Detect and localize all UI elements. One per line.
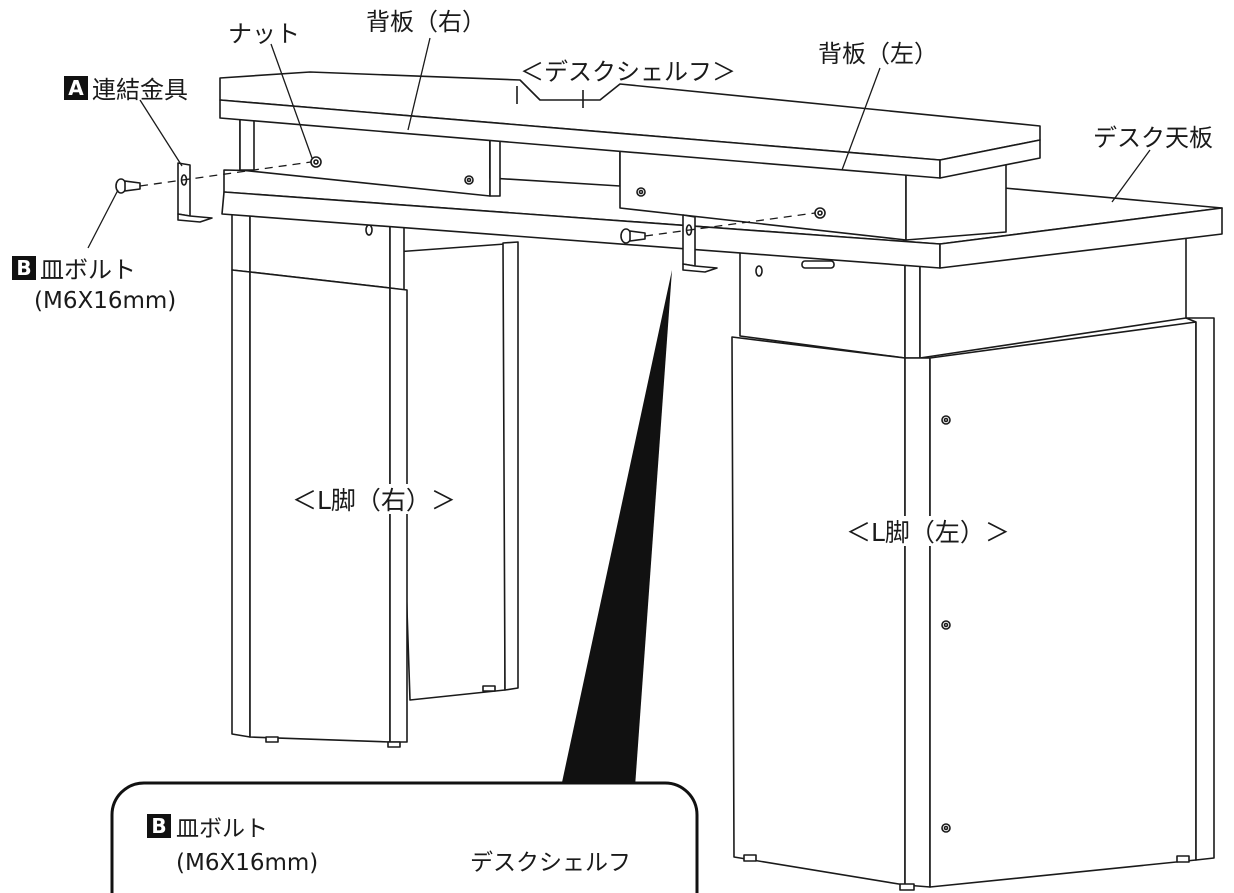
detail-bolt-name: 皿ボルト [176,816,268,842]
label-bracket: 連結金具 [92,76,188,104]
leader-desk-top [1111,149,1151,203]
detail-zoom-wedge [555,270,672,815]
label-bolt: 皿ボルト [40,256,136,284]
label-leg-right: ＜L脚（右）＞ [292,486,456,515]
detail-box: B 皿ボルト (M6X16mm) デスクシェルフ [110,781,699,893]
bolt-path-left [139,161,312,187]
label-desk-shelf: ＜デスクシェルフ＞ [520,58,736,86]
bolt-badge-label: B [16,256,31,280]
label-bolt-size: (M6X16mm) [34,288,176,314]
l-leg-left [731,235,1215,891]
detail-bolt-badge-label: B [151,814,166,838]
label-back-left: 背板（左） [818,40,938,68]
label-back-right: 背板（右） [366,8,486,36]
bracket-badge-label: A [68,76,84,100]
desk-shelf [219,71,1041,241]
bolt-badge [12,256,36,280]
detail-shelf-label: デスクシェルフ [470,850,631,876]
leader-bolt [87,189,119,249]
label-desk-top: デスク天板 [1093,124,1213,152]
countersunk-bolt-right [620,228,646,244]
leader-nut [270,43,313,159]
bracket-badge [64,76,88,100]
leader-back-right [407,37,431,131]
label-nut: ナット [228,20,300,48]
connecting-bracket-left [177,162,213,223]
leader-back-left [841,67,881,171]
leader-bracket [139,99,183,167]
connecting-bracket-right [682,214,718,273]
label-leg-left: ＜L脚（左）＞ [846,518,1010,547]
countersunk-bolt-left [115,178,141,194]
bolt-path-right [644,212,816,237]
detail-bolt-size: (M6X16mm) [176,850,318,876]
detail-bolt-badge [147,814,171,838]
l-leg-right [231,192,519,748]
